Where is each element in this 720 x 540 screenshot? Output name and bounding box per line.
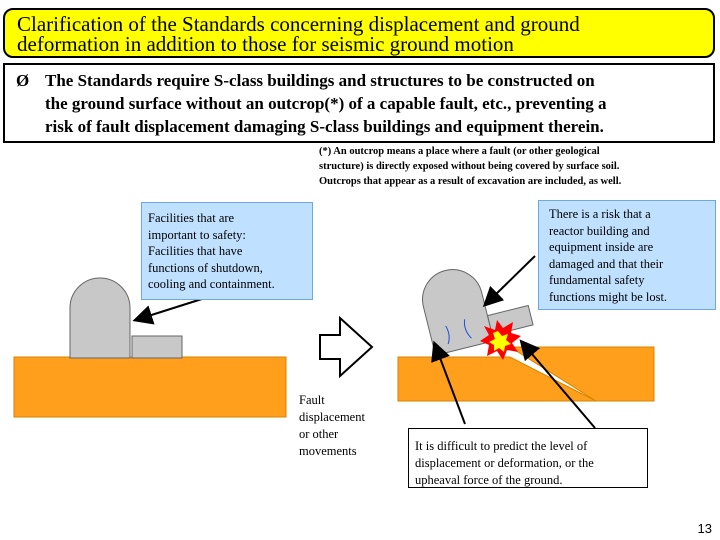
tilted-reactor-building [422, 269, 534, 356]
facilities-line-3: Facilities that have [148, 244, 243, 258]
risk-line-2: reactor building and [549, 223, 650, 238]
fault-label-line-3: or other [299, 427, 339, 441]
bullet-line-3: risk of fault displacement damaging S-cl… [45, 117, 604, 136]
left-callout-pointer [132, 297, 206, 325]
fault-label-line-1: Fault [299, 393, 325, 407]
risk-line-4: damaged and that their [549, 256, 664, 271]
footnote-line-2: structure) is directly exposed without b… [319, 161, 620, 172]
ground-right [397, 346, 655, 402]
facilities-callout: Facilities that are important to safety:… [141, 202, 313, 300]
fault-displacement-label: Fault displacement or other movements [299, 392, 365, 460]
fault-arrow-2 [519, 339, 596, 429]
footnote-line-3: Outcrops that appear as a result of exca… [319, 176, 622, 187]
prediction-line-3: upheaval force of the ground. [415, 473, 563, 487]
risk-line-6: functions might be lost. [549, 289, 668, 304]
risk-line-3: equipment inside are [549, 240, 654, 254]
title-line-1: Clarification of the Standards concernin… [17, 12, 580, 36]
bullet-arrow-icon: Ø [16, 71, 30, 90]
prediction-difficulty-box: It is difficult to predict the level of … [408, 428, 648, 488]
prediction-line-2: displacement or deformation, or the [415, 456, 594, 470]
ground-left [13, 356, 287, 418]
risk-line-1: There is a risk that a [549, 207, 651, 221]
facilities-line-2: important to safety: [148, 227, 246, 242]
risk-line-5: fundamental safety [549, 273, 645, 287]
facilities-line-1: Facilities that are [148, 211, 235, 225]
fault-label-line-4: movements [299, 444, 357, 458]
bullet-line-2: the ground surface without an outcrop(*)… [45, 94, 607, 113]
footnote-line-1: (*) An outcrop means a place where a fau… [319, 146, 600, 157]
facilities-line-5: cooling and containment. [148, 277, 275, 291]
title-banner: Clarification of the Standards concernin… [3, 8, 715, 58]
prediction-line-1: It is difficult to predict the level of [415, 439, 588, 453]
title-line-2: deformation in addition to those for sei… [17, 32, 514, 56]
requirement-bullet-box: Ø The Standards require S-class building… [3, 63, 715, 143]
right-callout-pointer [482, 255, 536, 307]
intact-reactor-building [69, 277, 183, 359]
transition-arrow-icon [319, 315, 374, 379]
bullet-line-1: The Standards require S-class buildings … [45, 71, 595, 90]
explosion-icon [480, 320, 521, 360]
fault-arrow-1 [431, 340, 466, 425]
facilities-line-4: functions of shutdown, [148, 260, 263, 275]
fault-label-line-2: displacement [299, 410, 365, 424]
risk-callout: There is a risk that a reactor building … [538, 200, 716, 310]
page-number: 13 [697, 521, 712, 536]
